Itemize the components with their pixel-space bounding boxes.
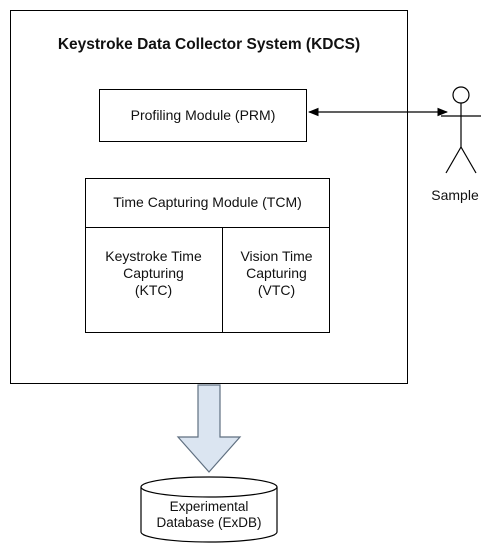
- sample-actor-icon: [441, 86, 481, 174]
- vision-time-capturing-label: Vision Time Capturing (VTC): [223, 248, 330, 299]
- profiling-module-box: [99, 89, 307, 142]
- vtc-line-1: Vision Time: [240, 248, 313, 264]
- experimental-database-label: Experimental Database (ExDB): [140, 499, 278, 531]
- time-capturing-module-label: Time Capturing Module (TCM): [113, 194, 302, 210]
- system-title: Keystroke Data Collector System (KDCS): [57, 36, 361, 53]
- sample-actor-label: Sample: [431, 187, 479, 203]
- database-cylinder-icon: [140, 476, 278, 543]
- profiling-module-label: Profiling Module (PRM): [130, 107, 276, 123]
- db-line-1: Experimental: [169, 499, 249, 514]
- ktc-line-2: Capturing: [123, 265, 184, 281]
- tcm-horizontal-divider: [85, 227, 330, 228]
- ktc-line-1: Keystroke Time: [105, 248, 202, 264]
- db-line-2: Database (ExDB): [156, 515, 262, 530]
- vtc-line-3: (VTC): [257, 282, 296, 298]
- time-capturing-module-box: [85, 178, 330, 333]
- down-block-arrow: [176, 384, 242, 473]
- vtc-line-2: Capturing: [246, 265, 307, 281]
- tcm-vertical-divider: [222, 227, 223, 333]
- keystroke-time-capturing-label: Keystroke Time Capturing (KTC): [85, 248, 222, 299]
- ktc-line-3: (KTC): [134, 282, 173, 298]
